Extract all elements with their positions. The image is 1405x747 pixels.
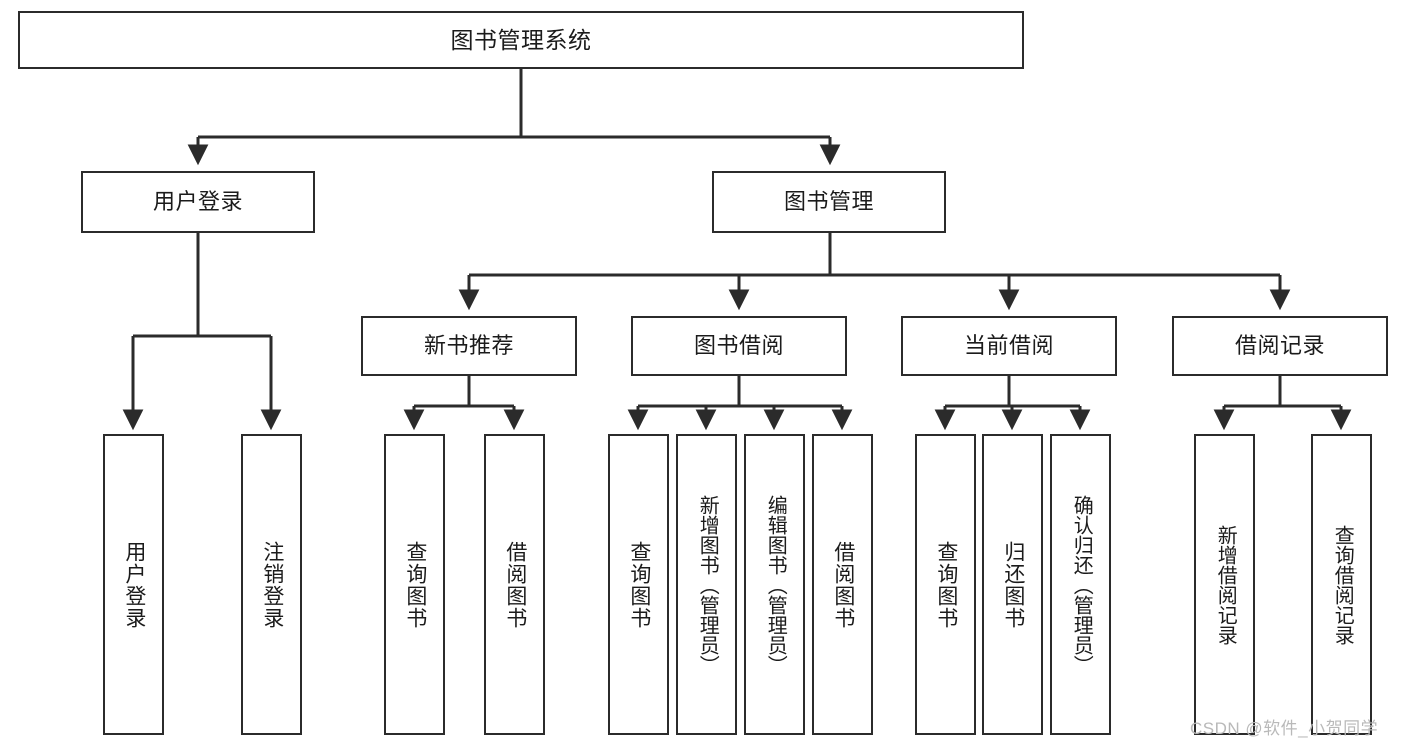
node-borrow-record-label: 借阅记录 (1234, 333, 1325, 359)
node-current-borrow-label: 当前借阅 (963, 333, 1054, 359)
leaf-return-book[interactable]: 归还图书 (982, 434, 1043, 735)
node-book-borrow-label: 图书借阅 (693, 333, 784, 359)
leaf-borrow-book-2-label: 借阅图书 (831, 540, 855, 629)
leaf-borrow-book-1[interactable]: 借阅图书 (484, 434, 545, 735)
leaf-logout-login-label: 注销登录 (260, 540, 284, 629)
node-book-borrow[interactable]: 图书借阅 (631, 316, 847, 376)
leaf-add-record-label: 新增借阅记录 (1214, 524, 1237, 645)
node-user-login[interactable]: 用户登录 (81, 171, 315, 233)
leaf-user-login[interactable]: 用户登录 (103, 434, 164, 735)
node-borrow-record[interactable]: 借阅记录 (1172, 316, 1388, 376)
node-current-borrow[interactable]: 当前借阅 (901, 316, 1117, 376)
leaf-query-record-label: 查询借阅记录 (1331, 524, 1354, 645)
leaf-query-book-3-label: 查询图书 (934, 540, 958, 629)
leaf-add-book-label: 新增图书（管理员） (696, 494, 719, 675)
node-book-manage[interactable]: 图书管理 (712, 171, 946, 233)
leaf-confirm-return[interactable]: 确认归还（管理员） (1050, 434, 1111, 735)
leaf-query-book-1-label: 查询图书 (403, 540, 427, 629)
leaf-borrow-book-2[interactable]: 借阅图书 (812, 434, 873, 735)
leaf-borrow-book-1-label: 借阅图书 (503, 540, 527, 629)
node-new-book-recommend-label: 新书推荐 (423, 333, 514, 359)
node-new-book-recommend[interactable]: 新书推荐 (361, 316, 577, 376)
leaf-logout-login[interactable]: 注销登录 (241, 434, 302, 735)
node-book-manage-label: 图书管理 (783, 189, 874, 215)
leaf-query-book-3[interactable]: 查询图书 (915, 434, 976, 735)
leaf-query-book-1[interactable]: 查询图书 (384, 434, 445, 735)
node-user-login-label: 用户登录 (152, 189, 243, 215)
leaf-return-book-label: 归还图书 (1001, 540, 1025, 629)
leaf-query-book-2-label: 查询图书 (627, 540, 651, 629)
csdn-watermark: CSDN @软件_小贺同学 (1190, 719, 1379, 738)
leaf-confirm-return-label: 确认归还（管理员） (1070, 494, 1093, 675)
leaf-add-record[interactable]: 新增借阅记录 (1194, 434, 1255, 735)
leaf-query-book-2[interactable]: 查询图书 (608, 434, 669, 735)
leaf-edit-book-label: 编辑图书（管理员） (764, 494, 787, 675)
leaf-user-login-label: 用户登录 (122, 540, 146, 629)
leaf-query-record[interactable]: 查询借阅记录 (1311, 434, 1372, 735)
node-root[interactable]: 图书管理系统 (18, 11, 1024, 69)
leaf-add-book[interactable]: 新增图书（管理员） (676, 434, 737, 735)
leaf-edit-book[interactable]: 编辑图书（管理员） (744, 434, 805, 735)
node-root-label: 图书管理系统 (450, 26, 592, 53)
